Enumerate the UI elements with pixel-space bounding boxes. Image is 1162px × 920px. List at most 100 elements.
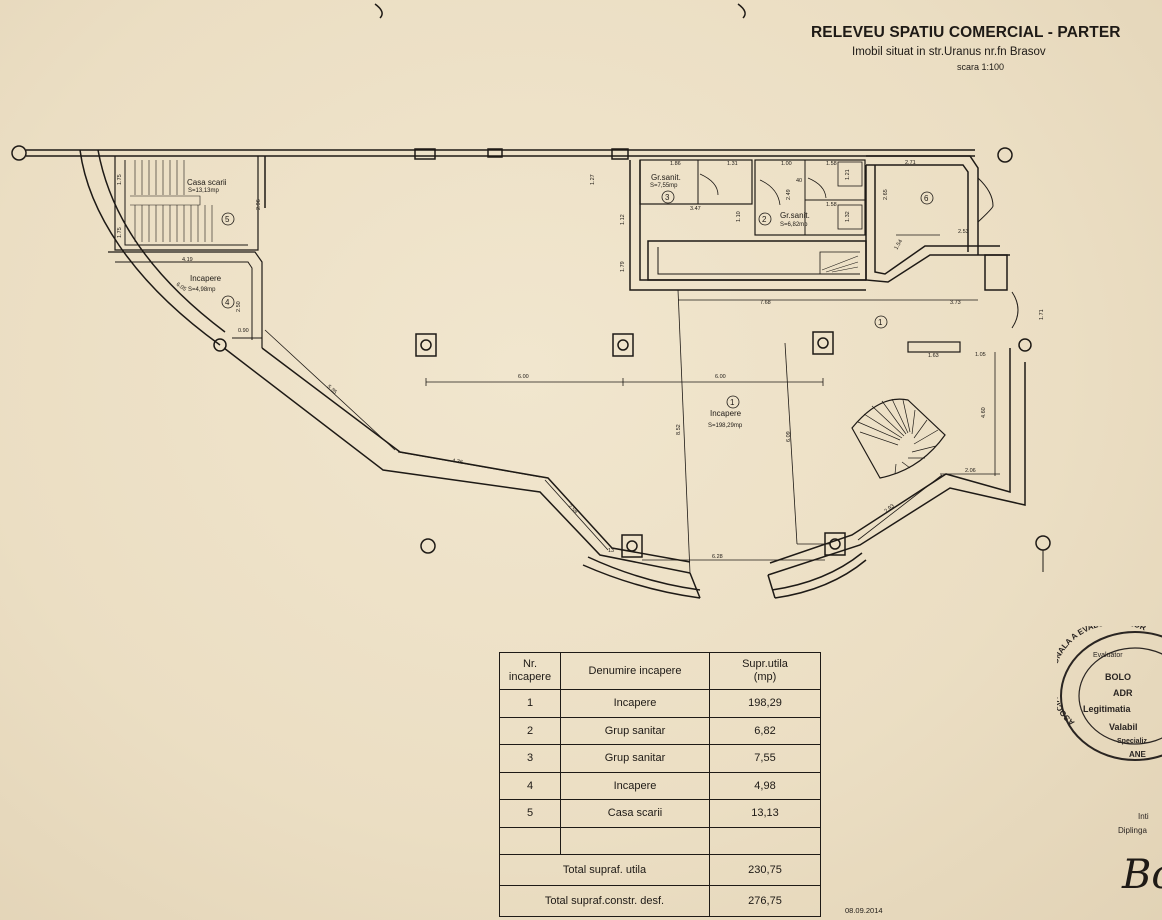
- dimension-label: 1.54: [894, 239, 905, 251]
- counter: [907, 341, 961, 353]
- dimension-label: 4.36: [452, 458, 464, 466]
- dimension-label: 1.71: [1039, 309, 1045, 320]
- dimension-label: 3.47: [690, 206, 701, 212]
- dimension-label: 1.27: [590, 174, 596, 185]
- room6-wall: [874, 165, 1000, 275]
- entrance-jamb: [767, 574, 776, 599]
- room-2-label: Gr.sanit.: [780, 211, 810, 220]
- grid-axis-circle: [11, 145, 27, 161]
- row-number: 5: [499, 799, 561, 828]
- entrance-glazing: [587, 556, 701, 591]
- south-east-wall: [767, 362, 1026, 576]
- stair-void: [984, 254, 1008, 291]
- entrance-jamb: [689, 572, 701, 599]
- spiral-stair: [851, 398, 946, 479]
- table-empty-row: [499, 826, 821, 855]
- dimension-label: 2.53: [958, 229, 969, 235]
- room-1-number: 1: [730, 398, 735, 407]
- spiral-stair-treads: [857, 398, 939, 475]
- dimension-label: 1.31: [727, 161, 738, 167]
- dimension-label: 1.75: [117, 227, 123, 238]
- table-row: 1 Incapere 198,29: [499, 689, 821, 718]
- row-area: 198,29: [709, 689, 821, 718]
- stamp-line: Legitimatia: [1083, 704, 1131, 714]
- room-3-number: 3: [665, 193, 670, 202]
- dimension-label: 2.65: [883, 189, 889, 200]
- entrance-glazing: [771, 552, 863, 591]
- binding-hole-mark: [737, 3, 746, 19]
- side-note: Diplinga: [1118, 826, 1147, 835]
- dimension-label: 5.35: [326, 384, 338, 396]
- service-block-wall: [629, 160, 866, 291]
- drawing-title: RELEVEU SPATIU COMERCIAL - PARTER: [811, 24, 1121, 41]
- stamp-line: Valabil: [1109, 722, 1138, 732]
- row-area: 7,55: [709, 744, 821, 773]
- room-4-number: 4: [225, 298, 230, 307]
- row-number: 2: [499, 716, 561, 745]
- wall-pillar: [487, 148, 503, 158]
- dimension-label: 1.63: [928, 353, 939, 359]
- dimension-label: 8.52: [676, 424, 682, 435]
- room-2-number: 2: [762, 215, 767, 224]
- table-row: 3 Grup sanitar 7,55: [499, 744, 821, 773]
- dimension-label: 6.00: [715, 374, 726, 380]
- door-swing: [807, 177, 827, 199]
- entrance-glazing: [774, 559, 867, 599]
- corridor-inner: [657, 247, 860, 275]
- total-built-row: Total supraf.constr. desf. 276,75: [499, 885, 821, 917]
- wall-pillar: [611, 148, 629, 160]
- row-name: Casa scarii: [560, 799, 710, 828]
- room-5-area: S=13,13mp: [188, 188, 220, 194]
- wall-pillar: [414, 148, 436, 160]
- table-row: 2 Grup sanitar 6,82: [499, 716, 821, 745]
- evaluator-stamp: ASOCIATIA NATIONALA A EVALUATORILOR Eval…: [1057, 626, 1162, 766]
- area-table: Nr.incapere Denumire incapere Supr.utila…: [499, 652, 821, 917]
- dimension-label: 2.59: [567, 503, 579, 515]
- total-label: Total supraf. utila: [499, 854, 710, 886]
- dimension-label: 6.28: [712, 554, 723, 560]
- dimension-label: 6.09: [786, 431, 792, 442]
- dimension-label: 2.49: [786, 189, 792, 200]
- column: [213, 338, 227, 352]
- column: [1018, 338, 1032, 352]
- room6-wall: [865, 165, 1010, 283]
- header-number: Nr.incapere: [499, 652, 561, 690]
- room-6-number: 6: [924, 194, 929, 203]
- room-3-area: S=7,55mp: [650, 183, 678, 189]
- stamp-ring: ASOCIATIA NATIONALA A EVALUATORILOR: [1057, 626, 1162, 761]
- stair-treads: [130, 160, 213, 242]
- dimension-label: 2.71: [905, 160, 916, 166]
- room-1-area: S=198,29mp: [708, 423, 743, 429]
- dimension-lines: [264, 234, 1000, 574]
- wc-fixture: [837, 204, 863, 230]
- grid-axis-circle: [997, 147, 1013, 163]
- signature: Bo: [1122, 852, 1162, 898]
- south-west-wall: [261, 347, 691, 563]
- dimension-label: 4.19: [182, 257, 193, 263]
- dimension-label: 2.93: [884, 503, 896, 514]
- dimension-label: 2.96: [256, 199, 262, 210]
- row-area: 4,98: [709, 771, 821, 800]
- dimension-label: 13: [608, 548, 614, 554]
- dimension-label: 1.79: [620, 261, 626, 272]
- room-4-label: Incapere: [190, 274, 222, 283]
- dimension-label: 1.86: [670, 161, 681, 167]
- south-west-wall: [223, 347, 691, 574]
- west-curved-wall: [79, 149, 221, 346]
- total-label: Total supraf.constr. desf.: [499, 885, 710, 917]
- dimension-label: 1.05: [975, 352, 986, 358]
- door-swing: [977, 205, 994, 223]
- room-number-circles: [221, 190, 934, 409]
- total-value: 230,75: [709, 854, 821, 886]
- stamp-line: ANE: [1129, 750, 1146, 759]
- header-area: Supr.utila(mp): [709, 652, 821, 690]
- dimension-label: 1.21: [845, 169, 851, 180]
- dimension-label: 1.12: [620, 214, 626, 225]
- stamp-line: ADR: [1113, 688, 1133, 698]
- room-4-area: S=4,98mp: [188, 287, 216, 293]
- room-4-walls: [108, 251, 263, 348]
- stair-treads: [821, 255, 859, 273]
- room-5-label: Casa scarii: [187, 178, 227, 187]
- hall-columns: [415, 331, 846, 558]
